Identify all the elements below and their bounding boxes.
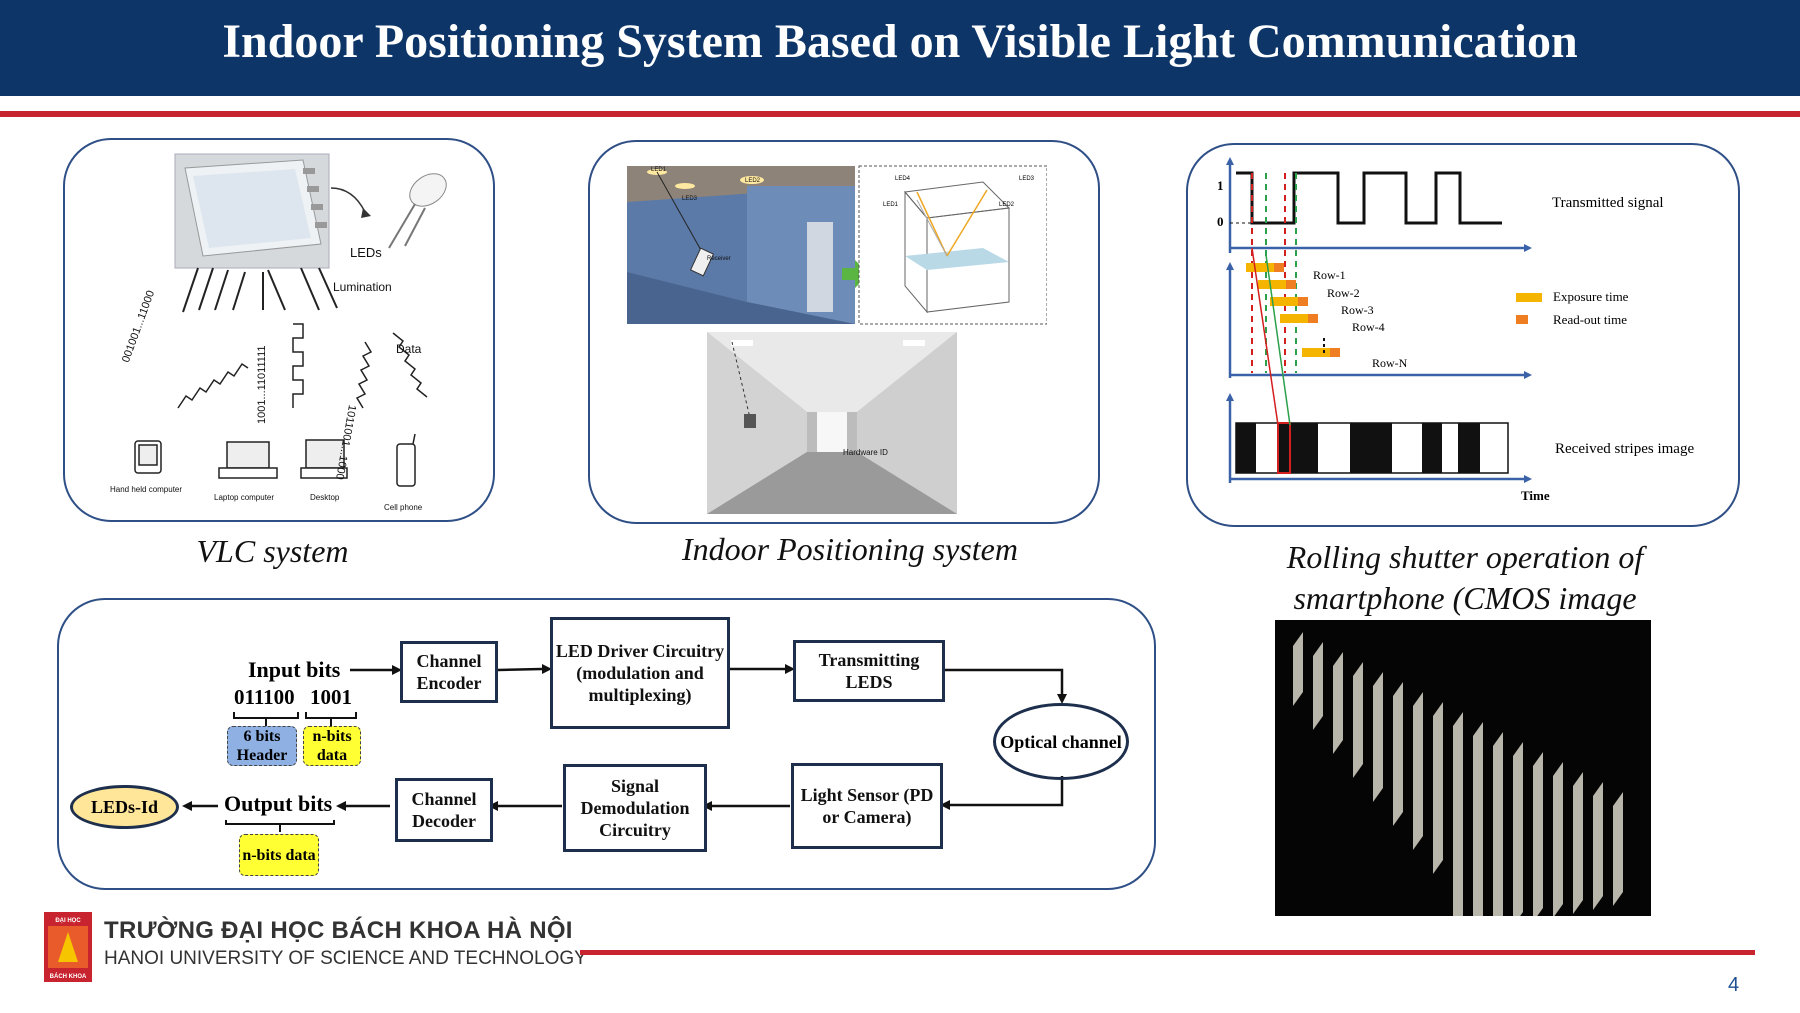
cmos-stripe (1453, 712, 1463, 916)
received-stripes-label: Received stripes image (1555, 441, 1695, 457)
data-tag: n-bits data (303, 726, 361, 766)
exposure-legend-swatch (1516, 293, 1542, 302)
svg-text:LED2: LED2 (745, 178, 761, 184)
exposure-bar (1258, 280, 1286, 289)
exposure-time-label: Exposure time (1553, 289, 1629, 304)
vlc-illustration (134, 153, 447, 487)
svg-text:LED3: LED3 (682, 196, 698, 202)
cmos-stripe (1593, 782, 1603, 910)
row-1-label: Row-1 (1313, 268, 1346, 282)
cmos-stripe (1553, 762, 1563, 916)
logo-text-top: ĐẠI HỌC (55, 918, 81, 924)
input-bits-label: Input bits (248, 657, 341, 682)
time-axis-label: Time (1521, 488, 1550, 503)
cmos-stripe (1493, 732, 1503, 916)
university-name-vn: TRƯỜNG ĐẠI HỌC BÁCH KHOA HÀ NỘI (104, 917, 573, 944)
rolling-caption: Rolling shutter operation of smartphone … (1286, 539, 1644, 616)
device-laptop-label: Laptop computer (214, 493, 275, 502)
slide-title: Indoor Positioning System Based on Visib… (222, 15, 1578, 68)
cmos-stripe (1533, 752, 1543, 916)
cmos-stripes-photo (1275, 620, 1651, 916)
cmos-stripe (1613, 792, 1623, 906)
received-stripes-image (1235, 422, 1509, 474)
lumination-label: Lumination (333, 280, 392, 294)
output-data-tag: n-bits data (239, 834, 319, 876)
room-led1-label: LED1 (651, 167, 667, 173)
data-bits-value: 1001 (310, 685, 352, 709)
led-bulb-icon (388, 173, 447, 249)
cmos-stripe (1433, 702, 1443, 874)
rolling-shutter-diagram (1226, 157, 1542, 483)
cmos-stripe (1333, 652, 1343, 754)
output-bits-label: Output bits (224, 791, 333, 816)
university-logo: ĐẠI HỌC BÁCH KHOA (44, 912, 92, 982)
leds-label: LEDs (350, 245, 382, 260)
vlc-caption: VLC system (196, 533, 349, 569)
svg-text:LED4: LED4 (895, 176, 911, 182)
header-bits-value: 011100 (234, 685, 295, 709)
cmos-stripe (1393, 682, 1403, 826)
row-2-label: Row-2 (1327, 286, 1360, 300)
channel-decoder-block: Channel Decoder (395, 778, 493, 842)
cmos-stripe (1473, 722, 1483, 916)
optical-channel-node: Optical channel (993, 703, 1129, 780)
transmitted-signal-label: Transmitted signal (1552, 195, 1664, 211)
device-handheld-label: Hand held computer (110, 485, 183, 494)
led-panel-image (174, 153, 330, 269)
row-n-label: Row-N (1372, 356, 1408, 370)
signal-demodulation-block: Signal Demodulation Circuitry (563, 764, 707, 852)
row-4-label: Row-4 (1352, 320, 1385, 334)
exposure-bar (1302, 348, 1330, 357)
axis-zero-label: 0 (1217, 214, 1224, 229)
ips-caption: Indoor Positioning system (682, 531, 1018, 567)
page-number: 4 (1728, 974, 1740, 996)
svg-text:LED3: LED3 (1019, 176, 1035, 182)
light-sensor-block: Light Sensor (PD or Camera) (791, 763, 943, 849)
exposure-bar (1246, 263, 1274, 272)
hardware-id-label: Hardware ID (843, 448, 888, 457)
device-desktop-label: Desktop (310, 493, 340, 502)
readout-bar (1308, 314, 1318, 323)
readout-bar (1286, 280, 1296, 289)
exposure-bar (1280, 314, 1308, 323)
corridor-image (707, 332, 957, 514)
green-arrow-icon (842, 260, 869, 288)
cmos-stripe (1573, 772, 1583, 914)
readout-time-label: Read-out time (1553, 312, 1628, 327)
university-name-en: HANOI UNIVERSITY OF SCIENCE AND TECHNOLO… (104, 948, 587, 969)
transmitting-leds-block: Transmitting LEDS (793, 640, 945, 702)
cmos-stripe (1353, 662, 1363, 778)
svg-text:LED2: LED2 (999, 202, 1015, 208)
cmos-stripe (1293, 632, 1303, 706)
readout-legend-swatch (1516, 315, 1528, 324)
readout-bar (1298, 297, 1308, 306)
channel-encoder-block: Channel Encoder (400, 641, 498, 703)
svg-text:LED1: LED1 (883, 202, 899, 208)
leds-id-node: LEDs-Id (70, 785, 179, 829)
led-driver-block: LED Driver Circuitry (modulation and mul… (550, 617, 730, 729)
data-label: Data (396, 342, 422, 356)
ips-illustration: LED1 LED2 LED3 Receiver LED1 LED2 LED3 L… (627, 165, 1047, 514)
cmos-stripe (1373, 672, 1383, 802)
cmos-stripe (1413, 692, 1423, 850)
axis-one-label: 1 (1217, 178, 1224, 193)
cmos-stripe (1513, 742, 1523, 916)
footer-divider (580, 950, 1755, 955)
exposure-bar (1270, 297, 1298, 306)
header-tag: 6 bits Header (227, 726, 297, 766)
device-icons (134, 433, 416, 487)
receiver-label: Receiver (707, 256, 731, 262)
3d-room-diagram (858, 165, 1047, 325)
device-cellphone-label: Cell phone (384, 503, 423, 512)
bitstream-2: 1001...11011111 (256, 345, 268, 425)
row-3-label: Row-3 (1341, 303, 1374, 317)
logo-text-bottom: BÁCH KHOA (50, 973, 87, 980)
readout-bar (1274, 263, 1284, 272)
room-scene-image (627, 166, 855, 324)
cmos-stripe (1313, 642, 1323, 730)
readout-bar (1330, 348, 1340, 357)
title-divider (0, 111, 1800, 117)
title-bar (0, 0, 1800, 96)
exposure-row-bars (1246, 263, 1340, 357)
